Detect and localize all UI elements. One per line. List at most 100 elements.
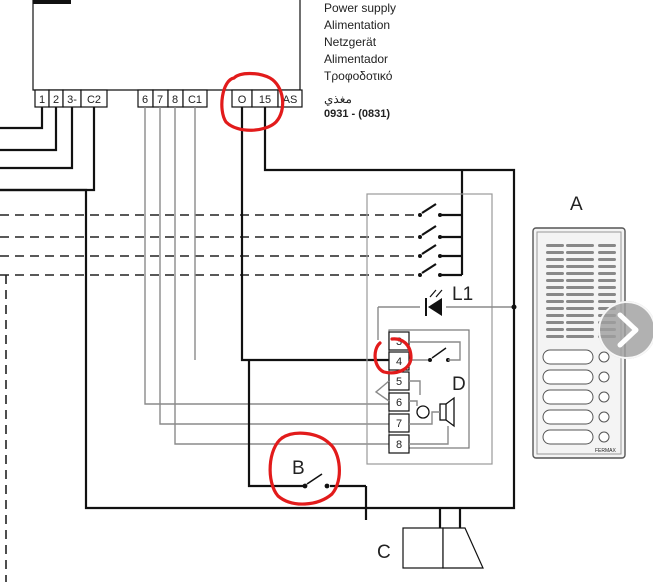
grille-slot	[546, 265, 564, 268]
left-terminal-wires	[0, 107, 366, 510]
push-button-1	[418, 203, 462, 217]
power-supply-box	[32, 0, 301, 91]
panel-terminal-label: 3	[396, 336, 402, 348]
grille-slot	[546, 314, 564, 317]
terminal-group-middle	[137, 89, 208, 108]
psu-terminal-label: 7	[157, 94, 163, 106]
grille-slot	[566, 265, 594, 268]
grille-slot	[566, 251, 594, 254]
grille-slot	[566, 321, 594, 324]
led-l1: L1	[377, 284, 517, 340]
door-release-button-b: B	[292, 458, 330, 489]
power-supply-terminal-strip: 1 2 3- C2 6 7 8 C1 O 15 AS	[34, 89, 303, 108]
power-supply-label-list: Power supply Alimentation Netzgerät Alim…	[324, 1, 396, 120]
power-supply-unit: 1 2 3- C2 6 7 8 C1 O 15 AS	[32, 0, 303, 108]
call-button	[542, 389, 594, 405]
call-line-dashed-wires	[0, 214, 418, 582]
label-a: A	[570, 194, 583, 215]
psu-terminal-label: 15	[259, 94, 271, 106]
grille-slot	[566, 335, 594, 338]
terminal-group-right	[231, 89, 303, 108]
grille-slot	[598, 286, 616, 289]
annotation-circle-button-b	[268, 436, 341, 506]
psu-terminal-label: 3-	[67, 94, 77, 106]
grille-slot	[566, 328, 594, 331]
grille-slot	[566, 300, 594, 303]
door-release-wires	[240, 107, 516, 528]
grille-slot	[546, 244, 564, 247]
grille-slot	[546, 251, 564, 254]
call-button	[542, 409, 594, 425]
grille-slot	[566, 272, 594, 275]
red-annotations	[220, 71, 413, 506]
grille-slot	[598, 251, 616, 254]
panel-terminal-label: 6	[396, 397, 402, 409]
psu-terminal-label: O	[238, 94, 247, 106]
grille-slot	[598, 265, 616, 268]
call-button	[542, 429, 594, 445]
grille-slot	[546, 258, 564, 261]
panel-terminal-label: 4	[396, 356, 402, 368]
annotation-circle-terminal-4	[373, 337, 413, 375]
panel-brand-logo: FERMAX	[595, 448, 617, 454]
psu-label: Alimentador	[324, 52, 388, 66]
terminal-group-left	[34, 89, 108, 108]
call-button-indicator	[598, 371, 610, 383]
grille-slot	[546, 307, 564, 310]
push-button-contacts	[418, 203, 462, 277]
panel-terminal	[388, 392, 410, 412]
panel-terminal-label: 8	[396, 439, 402, 451]
grille-slot	[598, 279, 616, 282]
lock-body	[402, 527, 444, 569]
label-d: D	[452, 374, 466, 395]
next-arrow-button[interactable]	[598, 301, 653, 359]
grille-slot	[546, 272, 564, 275]
grille-slot	[546, 293, 564, 296]
grille-slot	[546, 286, 564, 289]
grille-slot	[566, 307, 594, 310]
speaker-icon	[439, 403, 447, 421]
annotation-circle-o-15	[220, 71, 285, 132]
psu-model-code: 0931 - (0831)	[324, 108, 390, 120]
push-button-2	[418, 225, 462, 239]
label-b: B	[292, 458, 305, 479]
psu-label: مغذي	[324, 92, 352, 106]
panel-terminal-label: 7	[396, 418, 402, 430]
lock-c: C	[377, 508, 484, 569]
grille-slot	[566, 279, 594, 282]
psu-terminal-label: C2	[87, 94, 101, 106]
chevron-right-icon	[617, 312, 639, 348]
grille-slot	[546, 279, 564, 282]
panel-module-outline	[366, 193, 493, 465]
grille-slot	[598, 272, 616, 275]
psu-terminal-label: 2	[53, 94, 59, 106]
grille-slot	[546, 321, 564, 324]
push-button-4	[418, 263, 462, 277]
psu-label: Netzgerät	[324, 35, 377, 49]
psu-label: Power supply	[324, 1, 396, 15]
call-button-indicator	[598, 411, 610, 423]
grille-slot	[566, 314, 594, 317]
call-button-column	[542, 349, 610, 445]
psu-terminal-label: 8	[172, 94, 178, 106]
grille-slot	[566, 293, 594, 296]
label-c: C	[377, 542, 391, 563]
call-button	[542, 369, 594, 385]
psu-terminal-label: 1	[39, 94, 45, 106]
lock-bolt	[442, 527, 484, 569]
call-button-indicator	[598, 351, 610, 363]
grille-slot	[598, 300, 616, 303]
grille-slot	[546, 300, 564, 303]
grille-slot	[598, 258, 616, 261]
call-button-indicator	[598, 431, 610, 443]
label-l1: L1	[452, 284, 473, 305]
push-button-3	[418, 244, 462, 258]
grille-slot	[546, 328, 564, 331]
psu-terminal-label: C1	[188, 94, 202, 106]
grille-slot	[598, 293, 616, 296]
audio-wires	[144, 107, 389, 445]
microphone-icon	[416, 405, 430, 419]
psu-label: Τροφοδοτικό	[324, 69, 393, 83]
